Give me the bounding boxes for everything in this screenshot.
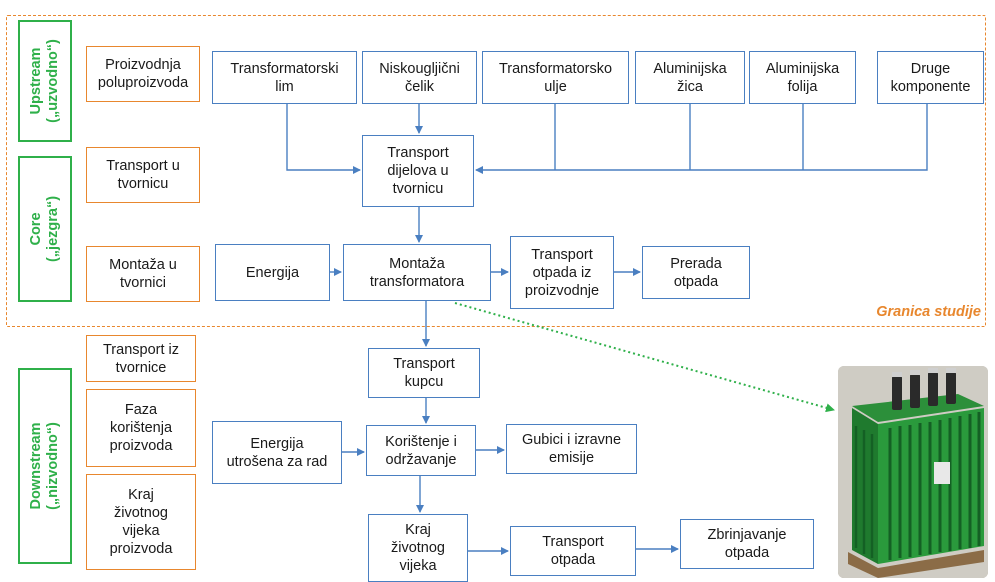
process-koristenje: Korištenje i održavanje	[366, 425, 476, 476]
input-lim: Transformatorski lim	[212, 51, 357, 104]
process-transport-kupcu: Transport kupcu	[368, 348, 480, 398]
phase-transport-iz: Transport iz tvornice	[86, 335, 196, 382]
phase-koristenje: Faza korištenja proizvoda	[86, 389, 196, 467]
transformer-icon	[838, 366, 988, 578]
input-druge: Druge komponente	[877, 51, 984, 104]
process-kraj-vijeka: Kraj životnog vijeka	[368, 514, 468, 582]
dotted-pointer-to-photo	[454, 302, 835, 413]
input-folija: Aluminijska folija	[749, 51, 856, 104]
study-boundary	[6, 15, 986, 327]
input-celik: Niskougljični čelik	[362, 51, 477, 104]
phase-kraj: Kraj životnog vijeka proizvoda	[86, 474, 196, 570]
phase-montaza: Montaža u tvornici	[86, 246, 200, 302]
process-energija: Energija	[215, 244, 330, 301]
arrow-lim-to-transport	[286, 104, 361, 174]
process-prerada: Prerada otpada	[642, 246, 750, 299]
process-montaza-transformatora: Montaža transformatora	[343, 244, 491, 301]
process-zbrinjavanje: Zbrinjavanje otpada	[680, 519, 814, 569]
arrow-right-collector	[475, 104, 928, 174]
stage-core: Core („jezgra“)	[18, 156, 72, 302]
stage-upstream: Upstream („uzvodno“)	[18, 20, 72, 142]
stage-downstream: Downstream („nizvodno“)	[18, 368, 72, 564]
process-transport-dijelova: Transport dijelova u tvornicu	[362, 135, 474, 207]
input-ulje: Transformatorsko ulje	[482, 51, 629, 104]
process-transport-otpada-proizvodnje: Transport otpada iz proizvodnje	[510, 236, 614, 309]
boundary-label: Granica studije	[876, 304, 981, 320]
phase-proizvodnja: Proizvodnja poluproizvoda	[86, 46, 200, 102]
input-zica: Aluminijska žica	[635, 51, 745, 104]
process-transport-otpada: Transport otpada	[510, 526, 636, 576]
phase-transport-u: Transport u tvornicu	[86, 147, 200, 203]
process-energija-rad: Energija utrošena za rad	[212, 421, 342, 484]
transformer-photo	[838, 366, 988, 578]
process-gubici: Gubici i izravne emisije	[506, 424, 637, 474]
